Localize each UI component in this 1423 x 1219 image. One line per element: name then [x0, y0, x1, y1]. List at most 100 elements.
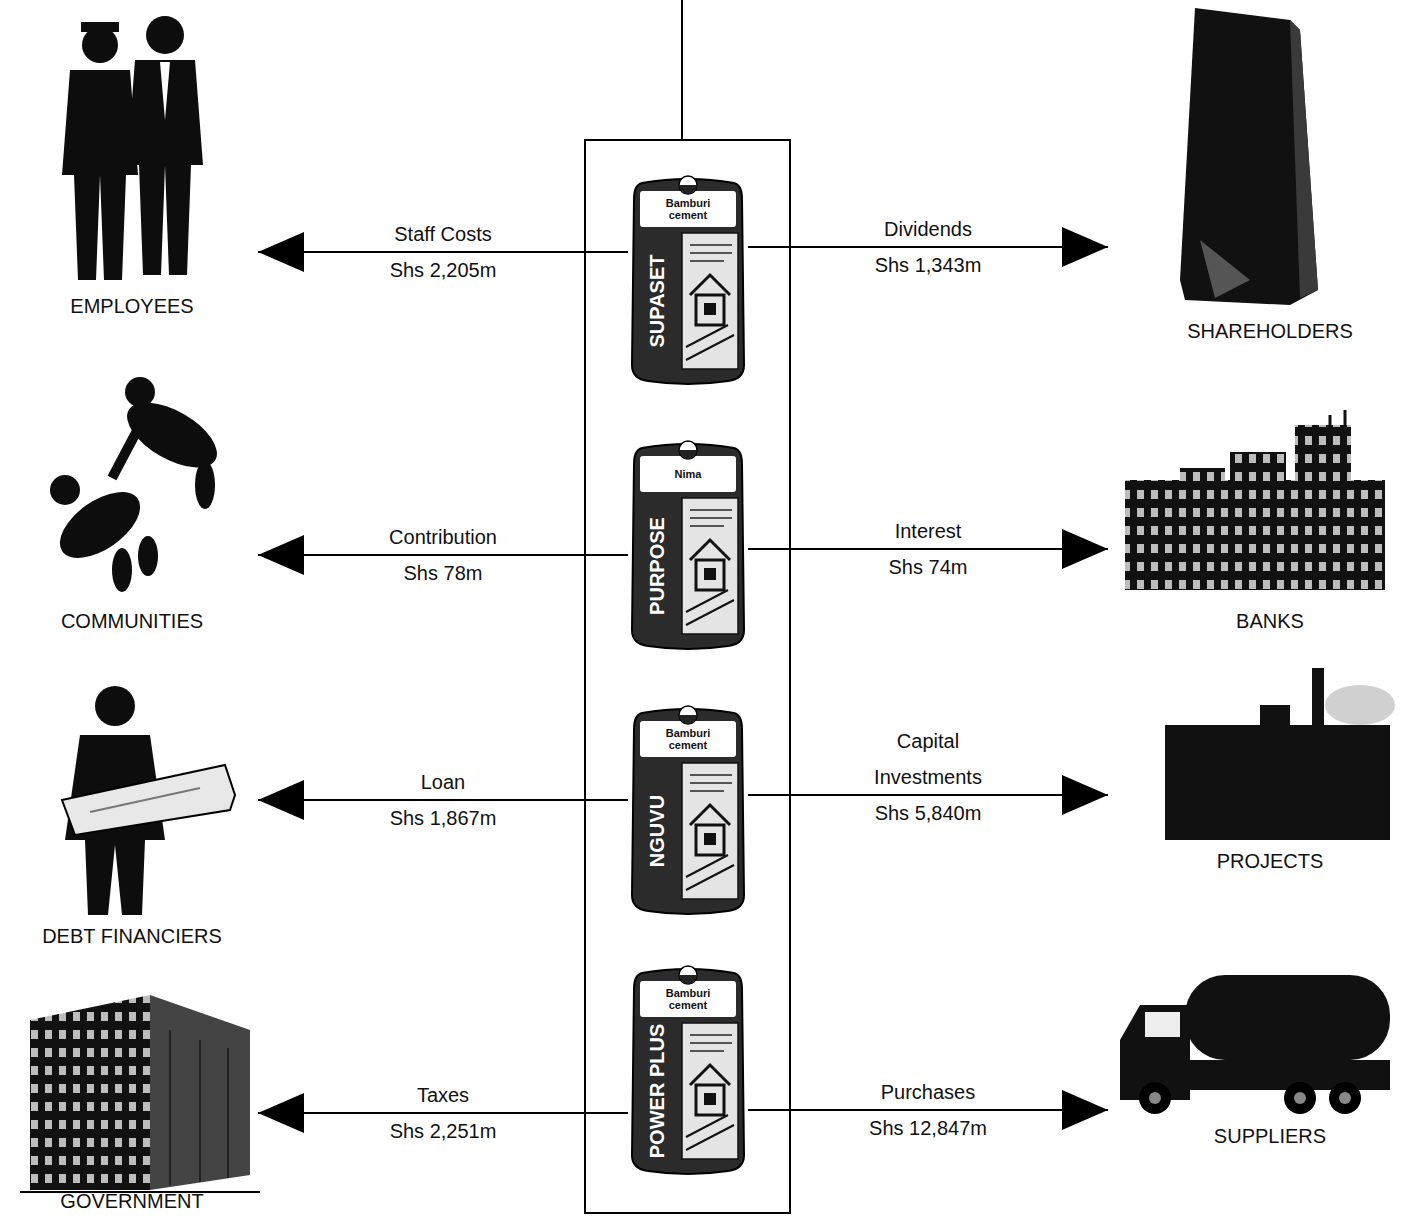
- communities-silhouette-part: [195, 461, 215, 509]
- product-name: NGUVU: [634, 761, 680, 901]
- banks-building: [1125, 410, 1385, 590]
- flow-label-box: Contribution Shs 78m: [383, 519, 503, 591]
- cement-bag: Bamburi cementSUPASET: [628, 175, 748, 385]
- tanker-truck-part: [1149, 1092, 1161, 1104]
- bag-logo-half: [679, 715, 697, 724]
- communities-silhouette-part: [138, 536, 158, 576]
- flow-arrow: [748, 1109, 1108, 1111]
- employees-silhouette-part: [82, 27, 118, 63]
- bag-pictogram-roof: [690, 275, 730, 295]
- flow-arrow: [258, 554, 628, 556]
- bag-pictogram-lines: [686, 1115, 734, 1150]
- employees-silhouette-part: [62, 70, 138, 280]
- financier-silhouette: [62, 686, 235, 915]
- employees-silhouette-part: [81, 22, 119, 32]
- bag-pictogram-lines: [686, 855, 734, 890]
- bag-outline: [628, 705, 748, 915]
- stakeholder-group: EMPLOYEES: [26, 10, 258, 320]
- bag-product-area: POWER PLUS: [634, 1021, 680, 1161]
- center-frame-part: [585, 140, 790, 1213]
- bag-picture-panel: [682, 1023, 738, 1159]
- bag-fine-print: [690, 775, 732, 791]
- factory-silhouette: [1165, 668, 1395, 840]
- financier-silhouette-part: [90, 788, 200, 812]
- government-building-part: [20, 1191, 260, 1193]
- wrap-spacer: [487, 1077, 499, 1113]
- employees-silhouette-part: [146, 16, 184, 54]
- bag-fine-print: [690, 1035, 732, 1051]
- bag-fine-print: [690, 510, 732, 526]
- bag-logo-half: [679, 975, 697, 984]
- bag-label-band: [640, 191, 736, 227]
- stakeholder-group: PROJECTS: [1108, 660, 1402, 875]
- banks-building-part: [1329, 415, 1332, 425]
- flow-label-box: Loan Shs 1,867m: [387, 764, 499, 836]
- bag-pictogram-roof: [690, 1065, 730, 1085]
- employees-silhouette: [62, 16, 203, 280]
- center-frame: [585, 0, 790, 1213]
- brand-name: Bamburi cement: [660, 987, 716, 1011]
- bag-pictogram-lines: [686, 590, 734, 625]
- bag-pictogram-roof: [690, 540, 730, 560]
- stakeholder-group: DEBT FINANCIERS: [26, 675, 258, 950]
- flow-label: Taxes Shs 2,251m: [387, 1077, 499, 1149]
- brand-name: Bamburi cement: [660, 197, 716, 221]
- tanker-truck-part: [1139, 1082, 1171, 1114]
- bag-pictogram-window: [704, 833, 716, 845]
- banks-building-part: [1295, 425, 1351, 590]
- bag-outline: [628, 175, 748, 385]
- bag-brand-area: Bamburi cement: [640, 721, 736, 757]
- stakeholder-label: EMPLOYEES: [26, 294, 238, 318]
- flow-arrow: [748, 548, 1108, 550]
- flow-label-box: Dividends Shs 1,343m: [871, 211, 986, 283]
- bag-body: [632, 179, 744, 384]
- flow-label: Loan Shs 1,867m: [387, 764, 499, 836]
- flow-arrow: [258, 251, 628, 253]
- bag-label-band: [640, 456, 736, 492]
- communities-silhouette: [49, 377, 228, 592]
- cement-bag: Bamburi cementNGUVU: [628, 705, 748, 915]
- bag-picture-panel: [682, 233, 738, 369]
- flow-arrow: [748, 794, 1108, 796]
- cement-bag: NimaPURPOSE: [628, 440, 748, 650]
- bag-outline: [628, 440, 748, 650]
- bag-pictogram-window: [704, 568, 716, 580]
- communities-silhouette-part: [49, 479, 152, 571]
- wrap-spacer: [387, 764, 405, 800]
- communities-silhouette-part: [112, 548, 132, 592]
- communities-silhouette-part: [50, 475, 80, 505]
- bag-body: [632, 969, 744, 1174]
- brand-name: Bamburi cement: [660, 727, 716, 751]
- flow-arrow: [258, 1112, 628, 1114]
- flow-label: Staff Costs Shs 2,205m: [383, 216, 503, 288]
- bag-logo: [679, 706, 697, 724]
- bag-product-area: SUPASET: [634, 231, 680, 371]
- flow-label: Purchases Shs 12,847m: [866, 1074, 990, 1146]
- government-building-part: [169, 1030, 171, 1185]
- bag-body: [632, 444, 744, 649]
- flow-label: Contribution Shs 78m: [383, 519, 503, 591]
- shareholders-tower-part: [1290, 20, 1318, 298]
- stakeholder-label: BANKS: [1138, 609, 1402, 633]
- center-frame-part: [681, 0, 683, 140]
- bag-product-area: NGUVU: [634, 761, 680, 901]
- bag-outline: [628, 965, 748, 1175]
- shareholders-tower-part: [1180, 8, 1318, 305]
- bag-pictogram-house: [696, 825, 724, 855]
- bag-product-area: PURPOSE: [634, 496, 680, 636]
- communities-silhouette-part: [125, 377, 155, 407]
- bag-body: [632, 709, 744, 914]
- flow-label: Capital Investments Shs 5,840m: [863, 723, 993, 831]
- stakeholder-group: COMMUNITIES: [26, 365, 258, 635]
- shareholders-tower: [1180, 8, 1318, 305]
- bag-logo-half: [679, 450, 697, 459]
- bag-logo: [679, 176, 697, 194]
- bag-label-band: [640, 981, 736, 1017]
- wrap-spacer: [387, 1077, 399, 1113]
- flow-label: Dividends Shs 1,343m: [871, 211, 986, 283]
- tanker-truck-part: [1339, 1092, 1351, 1104]
